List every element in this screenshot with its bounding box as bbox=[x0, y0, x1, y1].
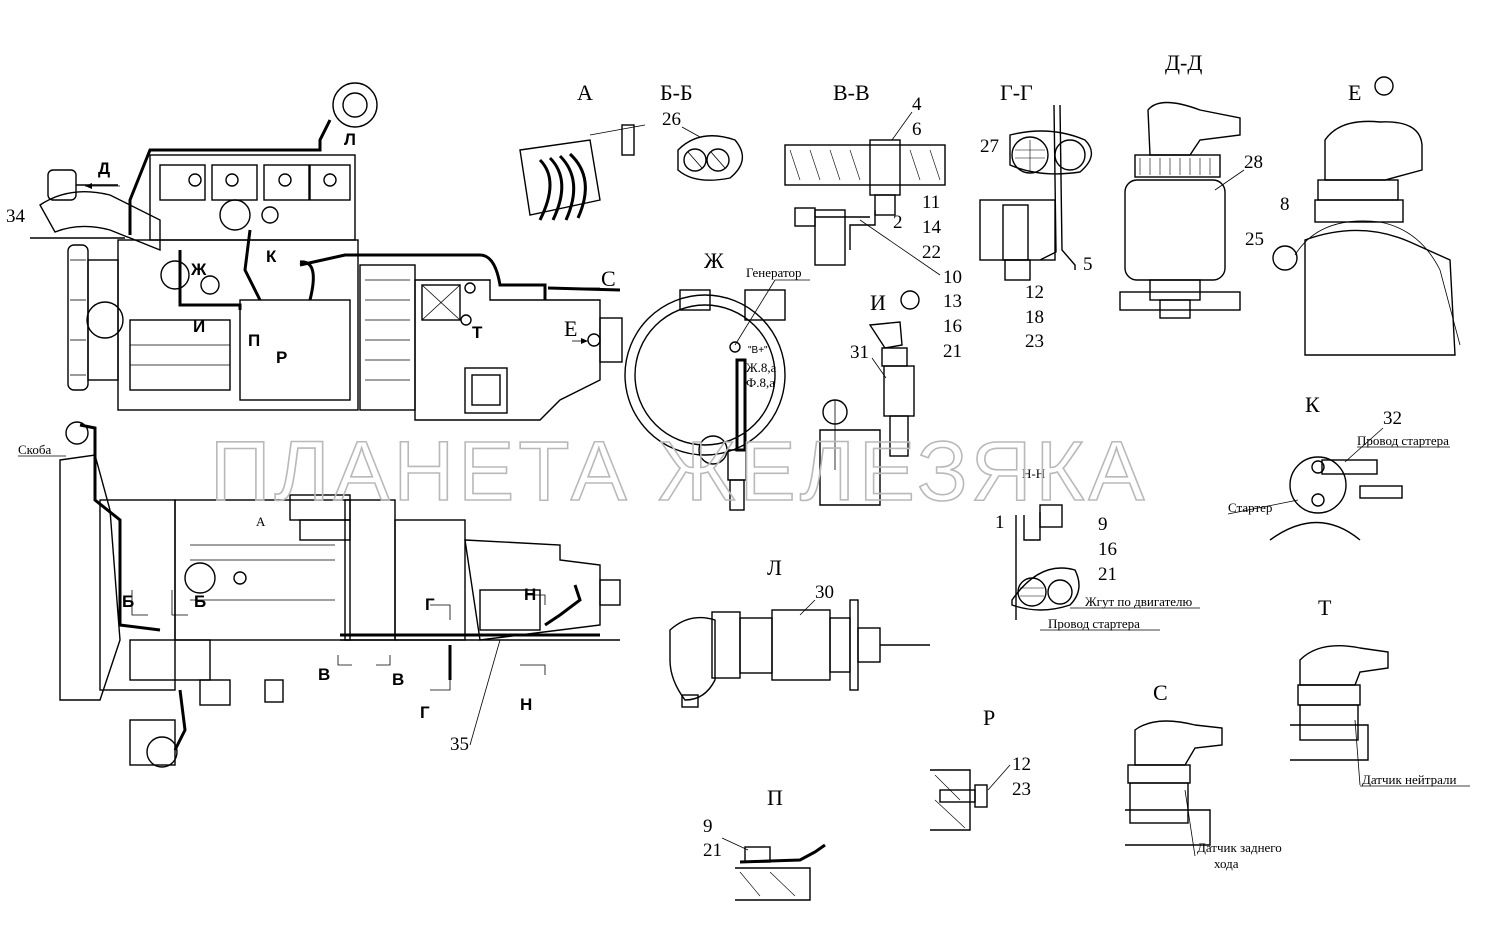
p-21: 21 bbox=[703, 840, 722, 861]
view-S-title: С bbox=[1153, 680, 1168, 705]
gg-5: 5 bbox=[1083, 254, 1093, 275]
view-E-title: Е bbox=[1348, 80, 1361, 105]
marker-N1: Н bbox=[524, 585, 536, 604]
vv-22: 22 bbox=[922, 242, 941, 263]
view-VV: В-В 4 6 11 2 14 22 10 13 16 21 bbox=[784, 80, 962, 362]
marker-G1: Г bbox=[425, 595, 435, 614]
vv-11: 11 bbox=[922, 192, 940, 213]
view-P: П 9 21 bbox=[703, 785, 826, 901]
view-VV-title: В-В bbox=[833, 80, 870, 105]
reverse-sensor-label-2: хода bbox=[1214, 856, 1239, 871]
nn-harness-label: Жгут по двигателю bbox=[1085, 594, 1193, 609]
watermark: ПЛАНЕТА ЖЕЛЕЗЯКА bbox=[210, 424, 1148, 518]
view-I-title: И bbox=[870, 290, 886, 315]
marker-D: Д bbox=[98, 159, 110, 178]
marker-N2: Н bbox=[520, 695, 532, 714]
view-P-title: П bbox=[767, 785, 783, 810]
e-25: 25 bbox=[1245, 229, 1264, 250]
marker-I: И bbox=[193, 317, 205, 336]
marker-P: П bbox=[248, 331, 260, 350]
marker-B2: Б bbox=[194, 592, 206, 611]
reverse-sensor-label-1: Датчик заднего bbox=[1197, 840, 1282, 855]
marker-L: Л bbox=[344, 130, 356, 149]
marker-ZH: Ж bbox=[190, 260, 207, 279]
wire-f8a: Ф.8,а bbox=[746, 375, 775, 390]
view-E: Е 8 25 bbox=[1245, 76, 1461, 356]
nn-21: 21 bbox=[1098, 564, 1117, 585]
engine-plan-view: Скоба А Б Б Г Г Н Н В В 35 bbox=[18, 421, 621, 768]
marker-G2: Г bbox=[420, 703, 430, 722]
neutral-sensor-label: Датчик нейтрали bbox=[1362, 772, 1456, 787]
gg-23: 23 bbox=[1025, 331, 1044, 352]
view-NN-title: Н-Н bbox=[1022, 466, 1045, 481]
marker-R: Р bbox=[276, 348, 287, 367]
marker-B1: Б bbox=[122, 592, 134, 611]
marker-T: Т bbox=[472, 323, 483, 342]
r-23: 23 bbox=[1012, 779, 1031, 800]
view-BB-title: Б-Б bbox=[660, 80, 693, 105]
vv-16: 16 bbox=[943, 316, 962, 337]
p-9: 9 bbox=[703, 816, 713, 837]
view-DD-title: Д-Д bbox=[1165, 50, 1202, 75]
wire-zh8a: Ж.8,а bbox=[746, 360, 777, 375]
l-30: 30 bbox=[815, 582, 834, 603]
vv-4: 4 bbox=[912, 94, 922, 115]
view-A: А bbox=[519, 80, 646, 221]
nn-16: 16 bbox=[1098, 539, 1117, 560]
pos-35: 35 bbox=[450, 734, 469, 755]
vv-13: 13 bbox=[943, 291, 962, 312]
bb-26: 26 bbox=[662, 109, 681, 130]
skoba-label: Скоба bbox=[18, 442, 51, 457]
nn-1: 1 bbox=[995, 512, 1005, 533]
marker-E: Е bbox=[564, 316, 577, 341]
nn-starter-wire-label: Провод стартера bbox=[1048, 616, 1140, 631]
gg-12: 12 bbox=[1025, 282, 1044, 303]
gg-27: 27 bbox=[980, 136, 999, 157]
view-BB: Б-Б 26 bbox=[660, 80, 743, 181]
generator-label: Генератор bbox=[746, 265, 801, 280]
k-starter-wire-label: Провод стартера bbox=[1357, 433, 1449, 448]
vv-2: 2 bbox=[893, 212, 903, 233]
marker-K: К bbox=[266, 247, 277, 266]
view-R-title: Р bbox=[983, 705, 995, 730]
vv-21: 21 bbox=[943, 341, 962, 362]
view-T: Т Датчик нейтрали bbox=[1290, 595, 1470, 787]
vv-10: 10 bbox=[943, 267, 962, 288]
k-32: 32 bbox=[1383, 408, 1402, 429]
marker-A2: А bbox=[256, 514, 266, 529]
view-ZH: Ж Генератор "B+" Ж.8,а Ф.8,а bbox=[624, 248, 810, 511]
nn-9: 9 bbox=[1098, 514, 1108, 535]
view-DD: Д-Д 28 bbox=[1119, 50, 1263, 319]
view-GG-title: Г-Г bbox=[1000, 80, 1033, 105]
i-31: 31 bbox=[850, 342, 869, 363]
engine-side-view: Д Л Ж К И П Р Т С Е 34 bbox=[6, 82, 623, 421]
view-R: Р 12 23 bbox=[930, 705, 1031, 831]
marker-V1: В bbox=[318, 665, 330, 684]
view-ZH-title: Ж bbox=[704, 248, 724, 273]
vv-6: 6 bbox=[912, 119, 922, 140]
marker-V2: В bbox=[392, 670, 404, 689]
view-I: И 31 bbox=[819, 290, 920, 506]
view-GG: Г-Г 27 5 12 18 23 bbox=[979, 80, 1093, 352]
k-starter-label: Стартер bbox=[1228, 500, 1272, 515]
pos-34: 34 bbox=[6, 206, 26, 227]
view-A-title: А bbox=[577, 80, 593, 105]
marker-S: С bbox=[601, 266, 616, 291]
gg-18: 18 bbox=[1025, 307, 1044, 328]
view-NN: Н-Н 1 9 16 21 Жгут по двигателю Провод с… bbox=[995, 466, 1200, 631]
r-12: 12 bbox=[1012, 754, 1031, 775]
view-L-title: Л bbox=[767, 555, 782, 580]
vv-14: 14 bbox=[922, 217, 942, 238]
view-K: К 32 Провод стартера Стартер bbox=[1227, 392, 1450, 541]
view-S: С Датчик заднего хода bbox=[1125, 680, 1282, 871]
view-L: Л 30 bbox=[669, 555, 930, 708]
b-plus-label: "B+" bbox=[748, 345, 768, 356]
view-K-title: К bbox=[1305, 392, 1320, 417]
dd-28: 28 bbox=[1244, 152, 1263, 173]
view-T-title: Т bbox=[1318, 595, 1332, 620]
e-8: 8 bbox=[1280, 194, 1290, 215]
